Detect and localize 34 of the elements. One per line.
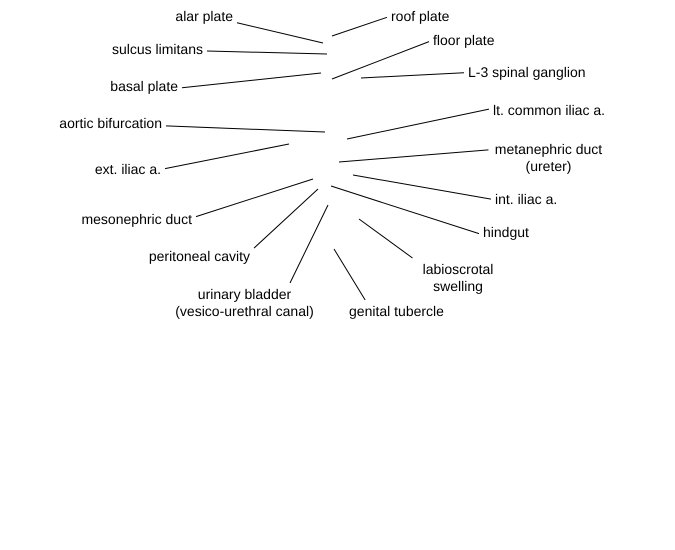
leader-line (334, 248, 366, 300)
structure-label: urinary bladder (vesico-urethral canal) (168, 283, 320, 323)
leader-line (254, 188, 318, 249)
structure-label: int. iliac a. (491, 188, 562, 211)
leader-line (346, 108, 490, 140)
structure-label: genital tubercle (345, 300, 448, 323)
leader-line (332, 41, 430, 80)
leader-line (290, 204, 328, 284)
leader-line (164, 144, 290, 170)
leader-line (166, 125, 326, 132)
structure-label: roof plate (387, 5, 454, 28)
structure-label: basal plate (106, 75, 182, 98)
leader-line (332, 16, 388, 36)
leader-line (360, 72, 464, 78)
structure-label: alar plate (171, 5, 237, 28)
structure-label: lt. common iliac a. (489, 99, 610, 122)
structure-label: metanephric duct (ureter) (488, 138, 608, 178)
leader-line (352, 174, 492, 200)
structure-label: hindgut (479, 221, 533, 244)
leader-line (236, 22, 324, 44)
leader-line (206, 50, 328, 54)
structure-label: labioscrotal swelling (412, 258, 504, 298)
structure-label: L-3 spinal ganglion (464, 61, 590, 84)
structure-label: floor plate (429, 29, 498, 52)
leader-line (196, 178, 314, 218)
structure-label: aortic bifurcation (55, 112, 166, 135)
leader-line (338, 149, 489, 162)
structure-label: peritoneal cavity (144, 245, 254, 268)
structure-label: mesonephric duct (77, 208, 196, 231)
structure-label: sulcus limitans (108, 38, 207, 61)
leader-line (330, 186, 480, 234)
leader-line (182, 72, 322, 88)
leader-line (358, 218, 413, 258)
structure-label: ext. iliac a. (90, 158, 165, 181)
